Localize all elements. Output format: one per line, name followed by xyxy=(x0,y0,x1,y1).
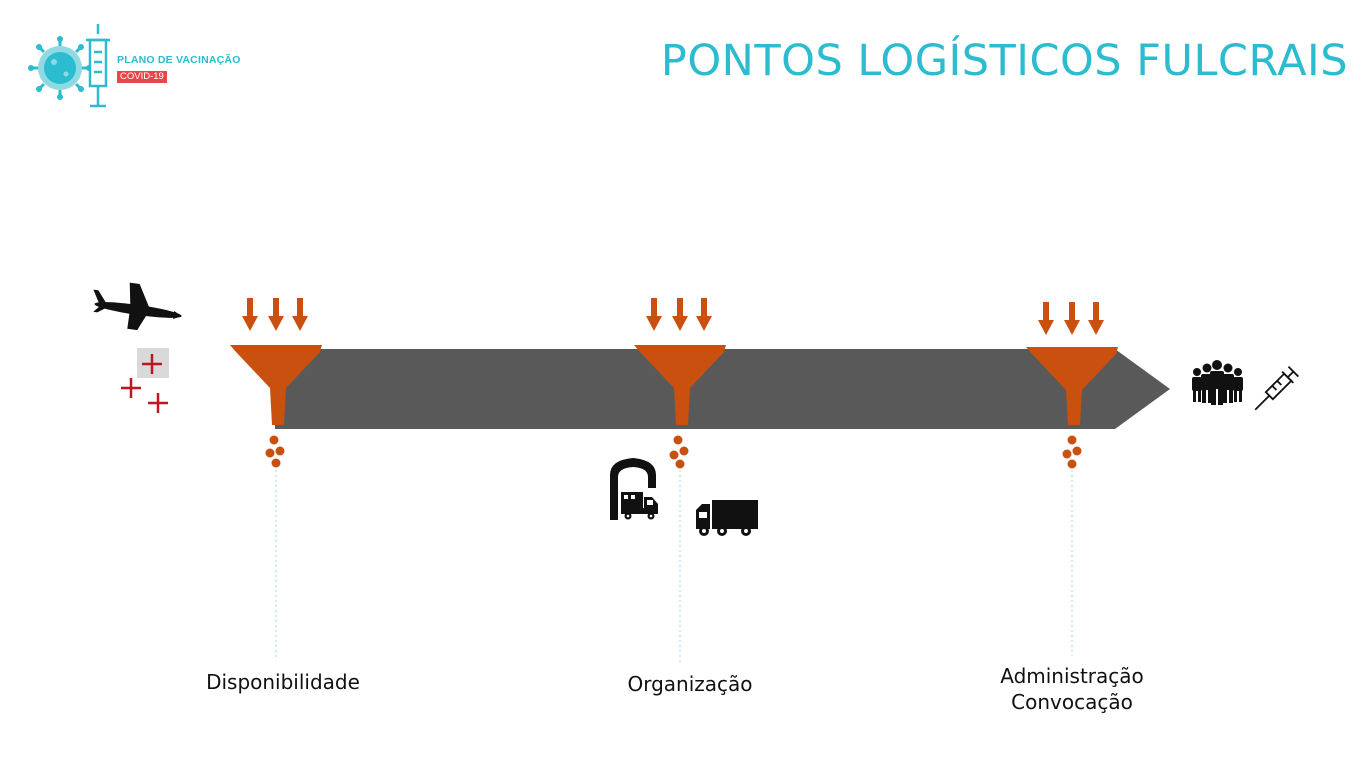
syringe-icon xyxy=(1254,366,1299,411)
truck-icon xyxy=(696,500,758,536)
stage-label-disponibilidade: Disponibilidade xyxy=(206,670,360,694)
timeline-arrow-bar xyxy=(275,349,1170,429)
down-arrows-icon xyxy=(242,298,308,331)
medical-cross-icon xyxy=(121,348,169,413)
funnel-icon xyxy=(634,345,726,425)
people-group-icon xyxy=(1192,360,1243,405)
logo-badge: COVID-19 xyxy=(117,71,167,83)
funnel-icon xyxy=(230,345,322,425)
dots-icon xyxy=(1062,435,1082,469)
funnel-stage-3 xyxy=(1026,302,1118,469)
airplane-icon xyxy=(93,282,182,331)
slide-title: PONTOS LOGÍSTICOS FULCRAIS xyxy=(660,36,1348,86)
funnel-stage-2 xyxy=(634,298,726,469)
stage-label-line-1: Administração xyxy=(1000,664,1144,688)
virus-syringe-icon xyxy=(28,24,110,108)
covid-vaccination-logo: PLANO DE VACINAÇÃO COVID-19 xyxy=(26,22,256,114)
funnel-stage-1 xyxy=(230,298,322,468)
down-arrows-icon xyxy=(646,298,712,331)
down-arrows-icon xyxy=(1038,302,1104,335)
logo-title: PLANO DE VACINAÇÃO xyxy=(117,54,241,66)
connector-lines xyxy=(275,470,1073,662)
stage-label-organizacao: Organização xyxy=(627,672,753,696)
dots-icon xyxy=(669,435,689,469)
stage-label-administracao-convocacao: Administração Convocação xyxy=(972,663,1172,715)
funnel-icon xyxy=(1026,347,1118,425)
dots-icon xyxy=(265,435,285,468)
stage-label-line-2: Convocação xyxy=(1011,690,1133,714)
warehouse-truck-icon xyxy=(610,458,658,520)
